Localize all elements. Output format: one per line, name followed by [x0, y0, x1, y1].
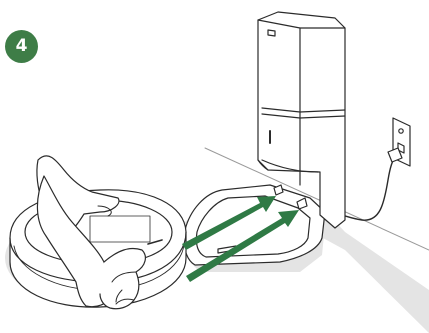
floor-shadow — [312, 205, 429, 333]
dock-ramp-icon — [184, 185, 325, 265]
step-number-badge: 4 — [5, 30, 38, 63]
